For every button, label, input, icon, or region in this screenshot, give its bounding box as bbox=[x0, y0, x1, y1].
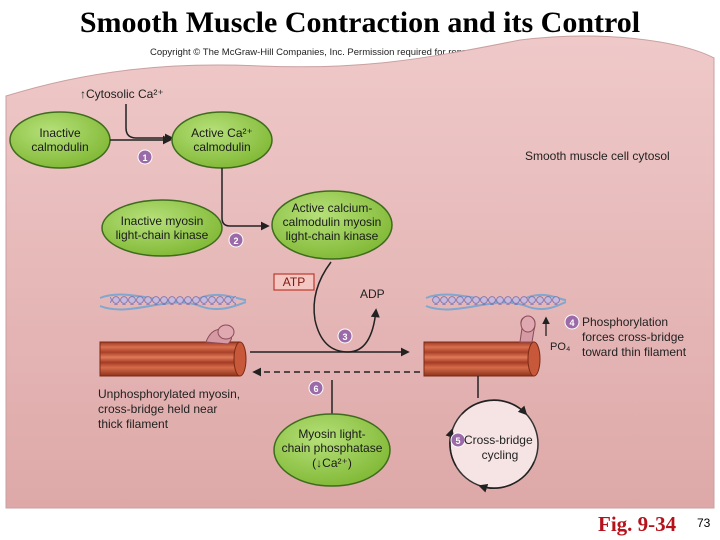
slide-title: Smooth Muscle Contraction and its Contro… bbox=[79, 6, 641, 39]
cross-bridge-right bbox=[519, 315, 536, 343]
thin-filament-left bbox=[99, 293, 247, 311]
adp-label: ADP bbox=[360, 287, 385, 301]
thick-filament-right bbox=[423, 341, 541, 377]
svg-text:Active Ca²⁺: Active Ca²⁺ bbox=[191, 126, 253, 140]
copyright-notice: Copyright © The McGraw-Hill Companies, I… bbox=[150, 47, 547, 58]
cytosolic-ca-label: ↑Cytosolic Ca²⁺ bbox=[80, 87, 164, 101]
node-inactive-calmodulin: Inactive calmodulin bbox=[9, 111, 111, 169]
node-phosphatase: Myosin light- chain phosphatase (↓Ca²⁺) bbox=[273, 413, 391, 487]
svg-text:Myosin light-: Myosin light- bbox=[298, 427, 365, 441]
po4-label: PO₄ bbox=[550, 341, 571, 353]
svg-text:calmodulin myosin: calmodulin myosin bbox=[283, 215, 382, 229]
svg-text:calmodulin: calmodulin bbox=[31, 140, 88, 154]
svg-text:calmodulin: calmodulin bbox=[193, 140, 250, 154]
ca-arrow bbox=[125, 104, 174, 143]
svg-text:4: 4 bbox=[569, 318, 574, 328]
svg-text:Inactive: Inactive bbox=[39, 126, 81, 140]
figure-label: Fig. 9-34 bbox=[598, 512, 677, 536]
svg-text:2: 2 bbox=[233, 236, 238, 246]
svg-text:5: 5 bbox=[455, 436, 460, 446]
thin-filament-right bbox=[425, 293, 567, 311]
node-active-calmodulin: Active Ca²⁺ calmodulin bbox=[171, 111, 273, 169]
page-number: 73 bbox=[697, 516, 711, 530]
step-6-badge: 6 bbox=[308, 380, 324, 396]
step-5-badge: 5 bbox=[450, 432, 466, 448]
arrow-to-active-kinase bbox=[221, 168, 270, 231]
step-3-badge: 3 bbox=[337, 328, 353, 344]
cross-bridge-cycle bbox=[445, 399, 539, 493]
svg-text:(↓Ca²⁺): (↓Ca²⁺) bbox=[312, 456, 352, 470]
svg-text:Inactive myosin: Inactive myosin bbox=[121, 214, 204, 228]
node-active-mlck: Active calcium- calmodulin myosin light-… bbox=[271, 190, 393, 260]
node-inactive-mlck: Inactive myosin light-chain kinase bbox=[101, 199, 223, 257]
svg-text:light-chain kinase: light-chain kinase bbox=[286, 229, 379, 243]
svg-text:6: 6 bbox=[313, 384, 318, 394]
step-4-badge: 4 bbox=[564, 314, 580, 330]
cross-bridge-left bbox=[205, 324, 235, 345]
svg-text:Active calcium-: Active calcium- bbox=[292, 201, 373, 215]
arrow-step3 bbox=[313, 261, 380, 353]
svg-text:3: 3 bbox=[342, 332, 347, 342]
cycling-text: Cross-bridge cycling bbox=[464, 433, 536, 462]
svg-text:ATP: ATP bbox=[283, 275, 305, 289]
step-1-badge: 1 bbox=[137, 149, 153, 165]
phosphorylation-text: Phosphorylation forces cross-bridge towa… bbox=[582, 315, 687, 359]
thick-filament-left bbox=[99, 341, 247, 377]
svg-text:1: 1 bbox=[142, 153, 147, 163]
cytosol-label: Smooth muscle cell cytosol bbox=[525, 149, 670, 163]
step-2-badge: 2 bbox=[228, 232, 244, 248]
svg-text:chain phosphatase: chain phosphatase bbox=[282, 441, 383, 455]
unphosphorylated-text: Unphosphorylated myosin, cross-bridge he… bbox=[98, 387, 243, 431]
atp-box: ATP bbox=[273, 273, 315, 291]
svg-text:light-chain kinase: light-chain kinase bbox=[116, 228, 209, 242]
